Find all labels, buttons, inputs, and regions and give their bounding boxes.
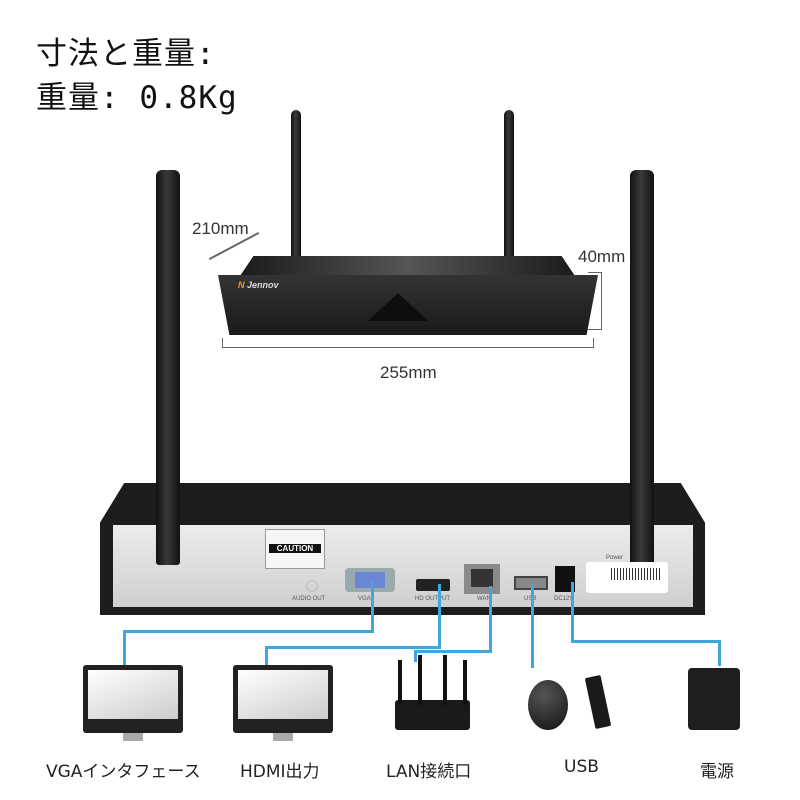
usb-label: USB — [524, 596, 536, 602]
power-label: Power — [606, 555, 624, 561]
antenna — [504, 110, 514, 260]
router-icon — [395, 700, 470, 730]
wan-label: WAN — [477, 596, 491, 602]
heading-line2: 重量: 0.8Kg — [36, 80, 238, 116]
audio-out-port — [306, 580, 318, 592]
depth-label: 210mm — [192, 219, 249, 238]
label-power: 電源 — [700, 762, 734, 782]
usb-dongle-icon — [584, 674, 612, 730]
caution-label: CAUTION — [265, 529, 325, 569]
power-line — [571, 582, 574, 642]
power-line — [571, 640, 721, 643]
audio-out-label: AUDIO OUT — [292, 596, 326, 602]
hdmi-label: HD OUTPUT — [415, 596, 450, 602]
vga-monitor-icon — [83, 665, 183, 733]
hdmi-line — [265, 646, 268, 666]
router-antenna — [418, 655, 422, 705]
width-bracket — [222, 338, 594, 348]
label-usb: USB — [564, 757, 599, 777]
label-hdmi: HDMI出力 — [240, 762, 320, 782]
vga-line — [123, 630, 126, 666]
antenna — [156, 170, 180, 565]
lan-line — [489, 586, 492, 652]
vga-line — [371, 582, 374, 632]
width-label: 255mm — [380, 363, 437, 382]
usb-line — [531, 584, 534, 668]
nvr-top — [240, 256, 575, 276]
lan-line — [414, 650, 417, 662]
label-vga: VGAインタフェース — [46, 762, 201, 782]
label-lan: LAN接続口 — [386, 762, 472, 782]
dc-port — [555, 566, 575, 592]
vga-line — [123, 630, 374, 633]
hdmi-port — [416, 579, 450, 591]
hdmi-line — [438, 584, 441, 648]
router-antenna — [443, 655, 447, 705]
brand-logo: N Jennov — [238, 280, 279, 290]
router-antenna — [463, 660, 467, 705]
router-antenna — [398, 660, 402, 705]
hdmi-monitor-icon — [233, 665, 333, 733]
power-line — [718, 640, 721, 666]
height-bracket — [588, 272, 602, 330]
caution-text: CAUTION — [269, 544, 321, 553]
monitor-stand — [123, 733, 143, 741]
vga-label: VGA — [358, 596, 371, 602]
height-label: 40mm — [578, 247, 626, 266]
antenna — [291, 110, 301, 260]
dc-label: DC12V — [554, 596, 574, 602]
hdmi-line — [265, 646, 441, 649]
wan-port — [464, 564, 500, 594]
mouse-icon — [528, 680, 568, 730]
lan-line — [414, 650, 492, 653]
serial-sticker — [586, 562, 668, 593]
power-adapter-icon — [688, 668, 740, 730]
vga-port — [345, 568, 395, 592]
monitor-stand — [273, 733, 293, 741]
heading-line1: 寸法と重量: — [36, 36, 216, 72]
antenna — [630, 170, 654, 565]
